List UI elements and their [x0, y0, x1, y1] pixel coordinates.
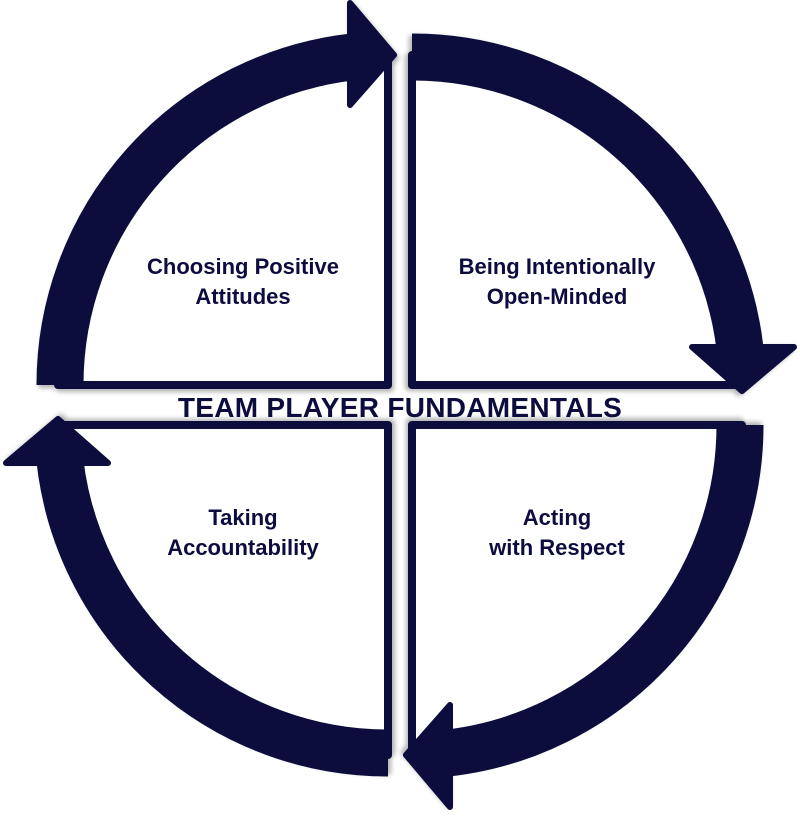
label-line: Taking — [208, 505, 278, 530]
quadrant-label-top-right: Being Intentionally Open-Minded — [427, 252, 687, 312]
quadrant-label-top-left: Choosing Positive Attitudes — [113, 252, 373, 312]
label-line: Accountability — [167, 535, 319, 560]
label-line: Choosing Positive — [147, 254, 339, 279]
quadrant-top-right — [408, 33, 797, 394]
arrowhead-icon — [689, 344, 797, 394]
quadrant-top-left — [36, 0, 397, 389]
quadrant-label-bottom-right: Acting with Respect — [427, 503, 687, 563]
cycle-arrow-arc — [443, 424, 764, 777]
quadrant-label-bottom-left: Taking Accountability — [113, 503, 373, 563]
quadrant-bottom-left — [3, 416, 392, 777]
label-line: Attitudes — [195, 284, 291, 309]
quadrant-bottom-right — [403, 421, 764, 810]
arrowhead-icon — [403, 702, 453, 810]
diagram-title: TEAM PLAYER FUNDAMENTALS — [177, 392, 623, 423]
cycle-arrow-arc — [36, 456, 389, 777]
cycle-arrow-arc — [411, 33, 764, 354]
arrowhead-icon — [3, 416, 111, 466]
arrowhead-icon — [347, 0, 397, 108]
label-line: Being Intentionally — [458, 254, 656, 279]
label-line: Acting — [522, 505, 592, 530]
cycle-arrow-arc — [36, 33, 357, 386]
label-line: with Respect — [489, 535, 625, 560]
label-line: Open-Minded — [486, 284, 628, 309]
